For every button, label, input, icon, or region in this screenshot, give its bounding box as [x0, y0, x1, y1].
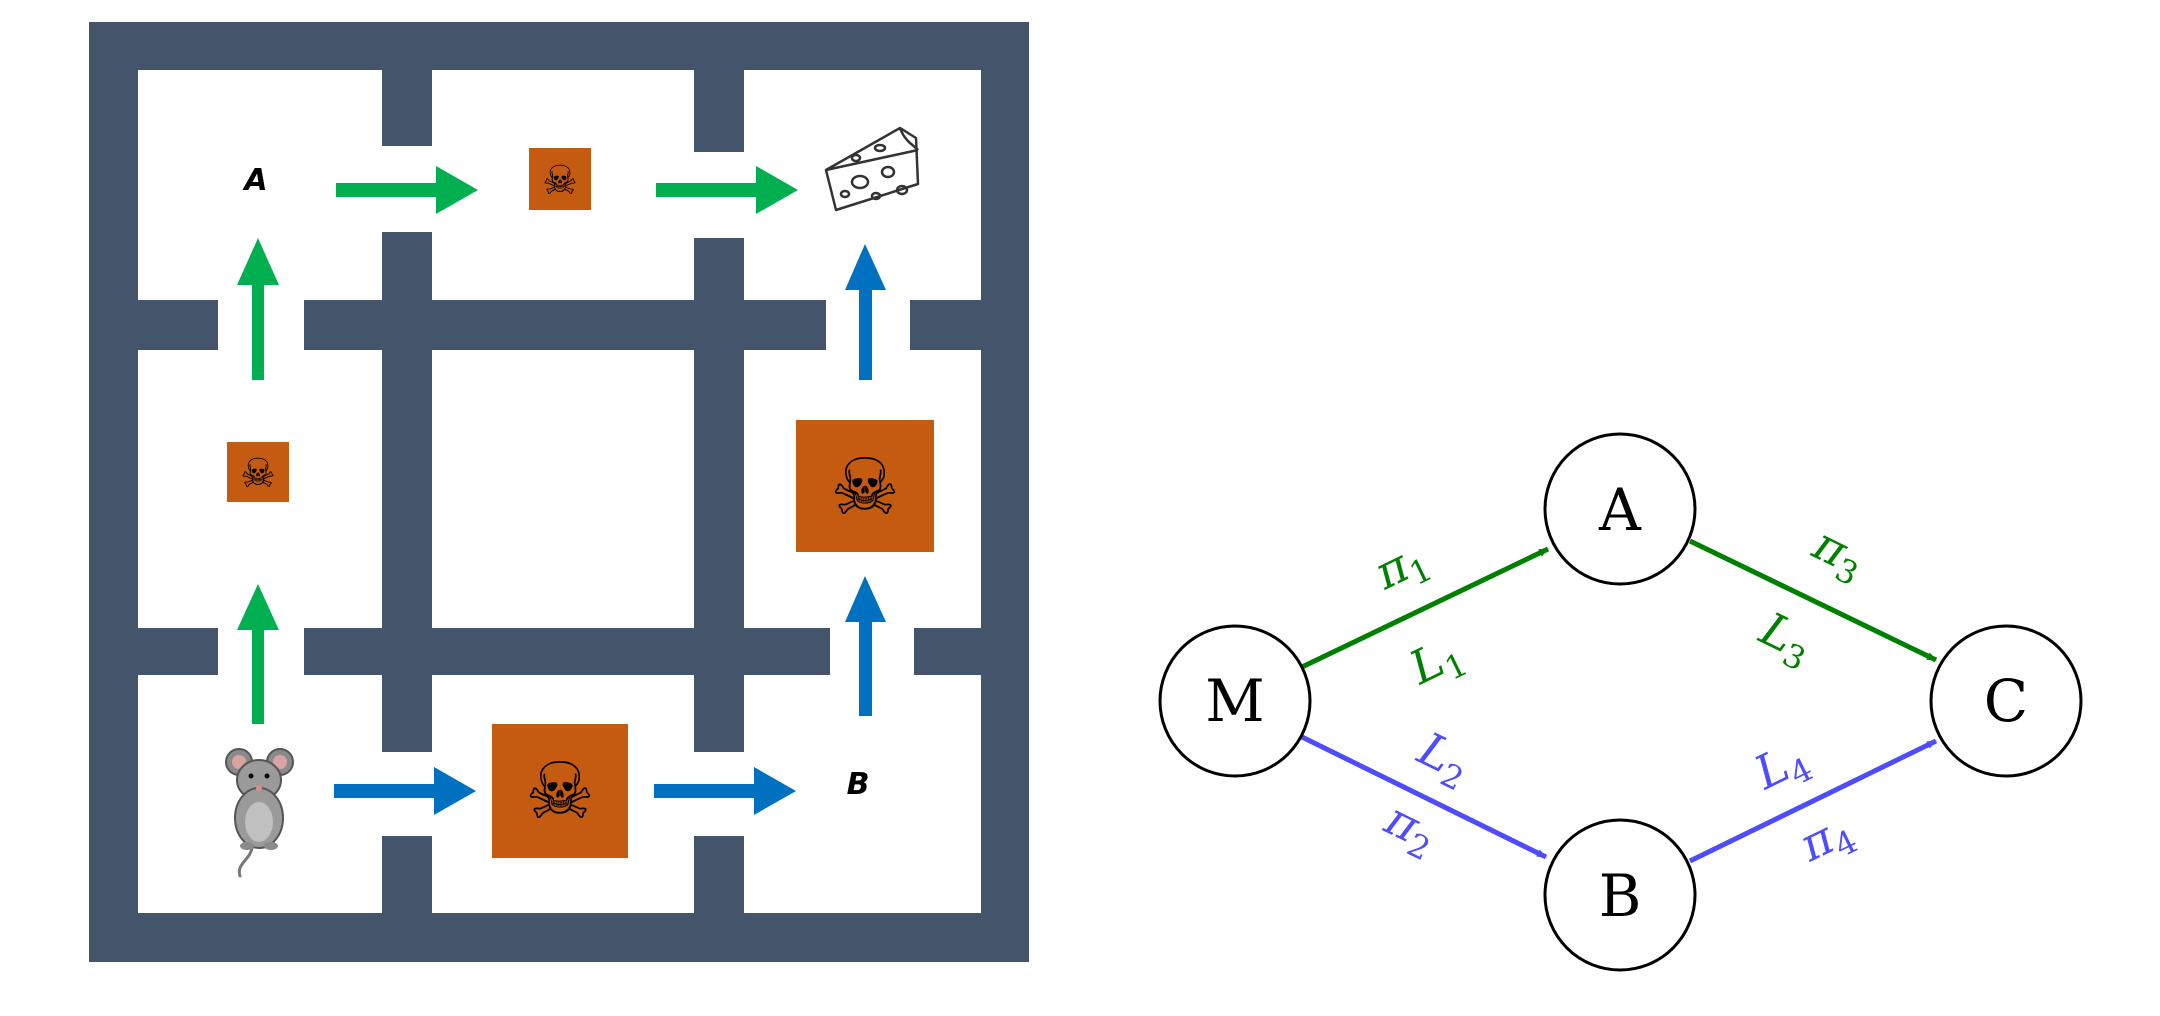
mouse-icon — [225, 748, 294, 878]
arrow-a-to-top-hazard — [336, 166, 478, 214]
maze: ☠ ☠ ☠ ☠ A B — [89, 22, 1029, 962]
arrow-bottom-hazard-to-b — [654, 767, 796, 815]
edge-m-a-loss: L1 — [1400, 624, 1473, 702]
arrow-left-hazard-to-a — [237, 238, 279, 380]
hazard-left-small: ☠ — [227, 442, 289, 502]
node-c: C — [1929, 624, 2083, 778]
edge-m-b-loss: L2 — [1406, 721, 1479, 799]
arrow-start-to-left-hazard — [237, 584, 279, 724]
edge-b-c-policy: π4 — [1790, 801, 1863, 878]
edge-a-c-policy: π3 — [1801, 516, 1874, 593]
node-c-label: C — [1984, 667, 2028, 735]
node-m: M — [1158, 624, 1312, 778]
edge-m-to-a — [1300, 546, 1550, 670]
maze-label-b: B — [847, 767, 870, 802]
skull-crossbones-icon: ☠ — [525, 747, 595, 837]
edge-a-c-loss: L3 — [1748, 601, 1821, 679]
edge-b-c-loss: L4 — [1745, 729, 1818, 807]
arrow-right-hazard-to-cheese — [845, 244, 886, 380]
maze-path-green — [237, 166, 798, 724]
maze-label-a: A — [242, 163, 267, 198]
edge-m-to-b — [1300, 734, 1548, 860]
maze-center-block — [432, 350, 694, 628]
path-graph: M A B C π1 L1 π3 L3 L2 π2 L4 π4 — [1158, 432, 2083, 972]
skull-crossbones-icon: ☠ — [240, 451, 276, 497]
edge-b-to-c — [1688, 738, 1938, 864]
maze-path-blue — [334, 244, 886, 815]
skull-crossbones-icon: ☠ — [542, 158, 578, 204]
node-a-label: A — [1598, 476, 1642, 544]
arrow-start-to-bottom-hazard — [334, 767, 476, 815]
node-b-label: B — [1599, 862, 1642, 930]
cheese-icon — [824, 126, 920, 212]
arrow-top-hazard-to-cheese — [656, 166, 798, 214]
hazard-top-small: ☠ — [529, 148, 591, 210]
hazard-right-large: ☠ — [796, 420, 934, 552]
node-m-label: M — [1205, 667, 1264, 735]
hazard-bottom-large: ☠ — [492, 724, 628, 858]
edge-a-to-c — [1688, 538, 1938, 663]
node-a: A — [1543, 432, 1697, 586]
node-b: B — [1543, 818, 1697, 972]
edge-m-a-policy: π1 — [1365, 529, 1438, 606]
arrow-b-to-right-hazard — [845, 576, 886, 716]
skull-crossbones-icon: ☠ — [830, 443, 900, 533]
